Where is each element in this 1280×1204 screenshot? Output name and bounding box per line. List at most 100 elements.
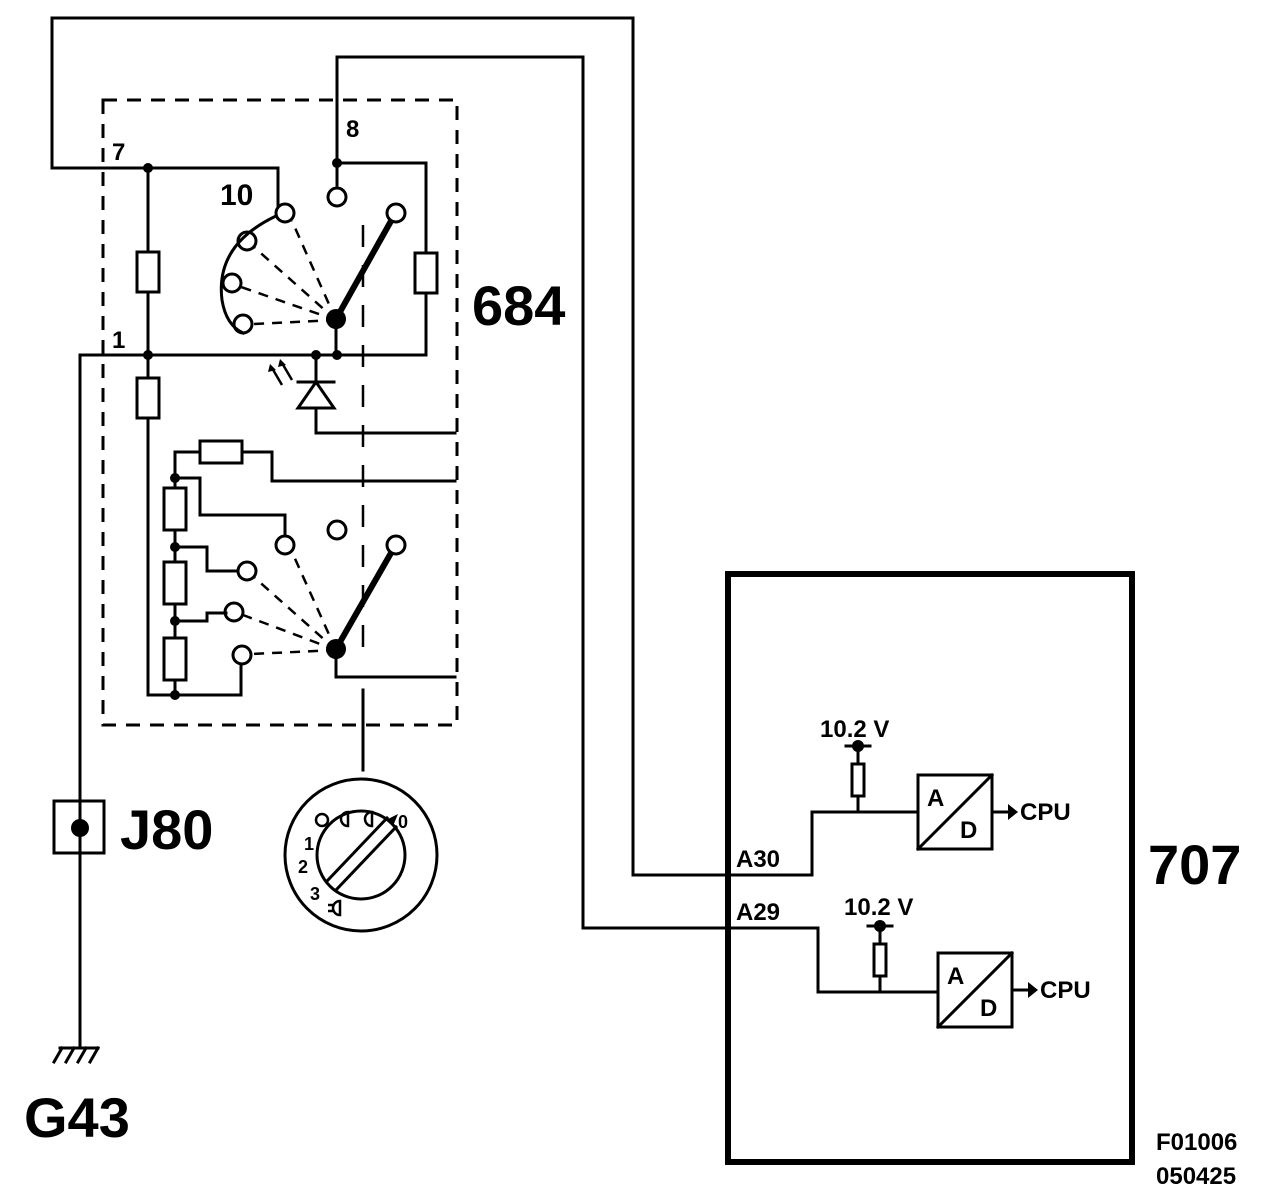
label-adc-a30-d: D	[960, 817, 977, 844]
position-line	[251, 648, 337, 656]
resistor-ladder-top	[198, 439, 244, 465]
resistor-ladder-1	[162, 486, 188, 532]
position-line	[254, 247, 337, 321]
wire-pin7-to-a30	[50, 16, 920, 877]
wiper-lower-out	[334, 647, 457, 679]
contact-upper-8	[326, 186, 348, 208]
label-707: 707	[1148, 833, 1241, 896]
junction-dot	[170, 616, 180, 626]
position-line	[252, 318, 337, 326]
contact-lower-3	[223, 601, 245, 623]
led-wire-bottom	[314, 406, 457, 435]
knob-position-3: 3	[310, 884, 320, 904]
tap-to-contact-1	[173, 476, 287, 538]
resistor-ladder-2	[162, 560, 188, 606]
resistor-lower-left	[135, 376, 161, 420]
pullup-resistor-a29	[872, 942, 888, 978]
ground-hatch	[63, 1045, 77, 1065]
figure-code-line2: 050425	[1156, 1163, 1236, 1190]
label-pin-10: 10	[220, 179, 253, 212]
knob-grip-line	[325, 815, 390, 883]
wiper-lower	[333, 551, 394, 651]
label-a30: A30	[736, 846, 780, 873]
label-pin-1: 1	[112, 327, 125, 354]
wire-pin1-to-ground	[78, 353, 150, 1047]
arrow-icon	[1008, 804, 1018, 820]
resistor-upper-left	[135, 250, 161, 294]
contact-upper-b	[221, 272, 243, 294]
knob-position-2: 2	[298, 857, 308, 877]
adc-a29-diagonal	[935, 950, 1015, 1030]
light-switch-knob-inner	[315, 809, 407, 901]
figure-code-line1: F01006	[1156, 1129, 1237, 1156]
junction-dot	[143, 163, 153, 173]
label-adc-a29-d: D	[980, 995, 997, 1022]
contact-lower-top	[326, 519, 348, 541]
wire-ladder-top	[173, 450, 202, 480]
knob-pointer	[386, 814, 398, 826]
contact-arc-upper	[219, 214, 278, 335]
led-arrow-head	[268, 364, 276, 372]
led-arrow-head	[278, 359, 286, 367]
resistor-upper-right	[413, 251, 439, 295]
pullup-resistor-a30	[850, 762, 866, 798]
connector-j80-symbol	[52, 799, 106, 855]
ground-hatch	[51, 1045, 65, 1065]
dipped-beam-icon	[339, 810, 350, 828]
led-arrow	[280, 362, 294, 381]
label-supply-a29: 10.2 V	[844, 894, 913, 921]
label-684: 684	[472, 274, 565, 337]
contact-lower-2	[236, 560, 258, 582]
contact-lower-4	[231, 644, 253, 666]
label-supply-a30: 10.2 V	[820, 716, 889, 743]
label-cpu-a30: CPU	[1020, 799, 1071, 826]
knob-position-0: 0	[398, 812, 408, 832]
ground-hatch	[87, 1045, 101, 1065]
junction-dot	[332, 158, 342, 168]
wire-ladder-top-right	[240, 450, 457, 483]
led-triangle	[295, 379, 337, 410]
junction-dot	[170, 542, 180, 552]
tap-to-contact-3	[173, 611, 228, 623]
label-a29: A29	[736, 899, 780, 926]
wire-pin8-right	[335, 161, 428, 255]
switch-unit-684-outline	[101, 98, 459, 727]
position-line	[242, 613, 337, 652]
junction-dot	[332, 350, 342, 360]
position-line	[290, 220, 338, 321]
adc-a30-diagonal	[915, 772, 995, 852]
junction-dot	[170, 690, 180, 700]
tap-to-contact-2	[173, 545, 238, 573]
contact-upper-a	[236, 230, 258, 252]
led-arrow	[270, 367, 284, 386]
position-line	[240, 285, 337, 322]
control-module-707-box	[725, 571, 1135, 1165]
knob-position-1: 1	[304, 834, 314, 854]
label-pin-8: 8	[346, 116, 359, 143]
contact-lower-1	[274, 534, 296, 556]
arrow-icon	[1028, 982, 1038, 998]
fog-light-icon	[331, 899, 342, 917]
label-j80: J80	[120, 798, 213, 861]
position-line	[254, 577, 337, 651]
contact-upper-10	[274, 202, 296, 224]
label-adc-a29-a: A	[947, 963, 964, 990]
knob-grip-line	[333, 824, 399, 893]
parking-light-icon	[314, 812, 330, 828]
resistor-ladder-3	[162, 636, 188, 682]
label-cpu-a29: CPU	[1040, 977, 1091, 1004]
label-adc-a30-a: A	[927, 785, 944, 812]
contact-upper-right	[385, 202, 407, 224]
label-pin-7: 7	[112, 139, 125, 166]
light-switch-knob-outer	[283, 777, 439, 933]
ground-hatch	[75, 1045, 89, 1065]
junction-dot	[170, 473, 180, 483]
headlight-icon	[363, 810, 374, 828]
wire-left-to-bottom	[146, 416, 177, 697]
connector-j80-pin	[71, 819, 89, 837]
wire-pin8-to-a29	[335, 55, 940, 994]
label-g43: G43	[24, 1086, 130, 1149]
contact-lower-right	[385, 534, 407, 556]
tap-to-contact-4	[173, 662, 243, 697]
